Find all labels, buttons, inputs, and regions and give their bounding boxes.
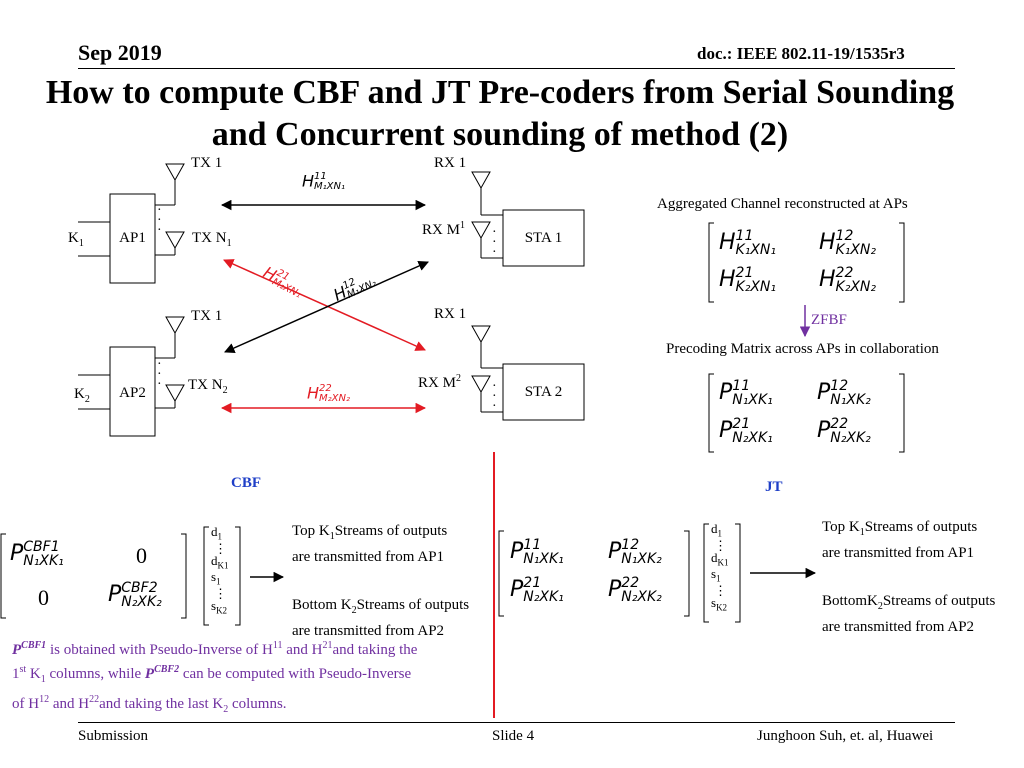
header-rule [78,68,955,69]
k1-label: K1 [68,230,84,249]
ap1-label: AP1 [119,229,146,246]
jt-vector-right-bracket [735,523,741,623]
ap2-antenna-dots: ··· [157,357,162,392]
cbf-vector-left-bracket [203,526,209,626]
ap1-antenna-bottom-icon [155,231,185,256]
txn2-label: TX N2 [188,377,228,396]
jt-bottom-streams-text: BottomK2Streams of outputs are transmitt… [822,593,996,635]
cbf-bottom-streams-text: Bottom K2Streams of outputs are transmit… [292,597,470,639]
slide-title: How to compute CBF and JT Pre-coders fro… [0,72,1000,156]
cbf-explanation-note: PCBF1 is obtained with Pseudo-Inverse of… [12,640,418,715]
cbf-vector: d1 ⋮ dK1 s1 ⋮ sK2 [211,524,229,616]
cbf-zero-1: 0 [136,543,147,568]
agg-matrix-left-bracket [708,222,714,303]
sta2-box [502,363,585,421]
ap2-antenna-bottom-icon [155,384,185,409]
cbf-zero-2: 0 [38,585,49,610]
rx1-top-label: RX 1 [434,155,467,171]
cbf-matrix-left-bracket [0,533,6,619]
cbf-vector-right-bracket [235,526,241,626]
precoding-matrix-right-bracket [899,373,905,453]
sta2-antenna-top-icon [471,325,503,369]
jt-matrix-right-bracket [684,530,690,617]
ap1-antenna-dots: ··· [157,203,162,238]
precoding-matrix-left-bracket [708,373,714,453]
agg-matrix-right-bracket [899,222,905,303]
cbf-label: CBF [231,475,261,491]
precoding-caption: Precoding Matrix across APs in collabora… [666,341,939,357]
h12-arrow [224,261,429,353]
ap2-box [109,346,156,437]
sta1-antenna-top-icon [471,171,503,216]
aggregated-caption: Aggregated Channel reconstructed at APs [657,196,908,212]
cbf-matrix-right-bracket [181,533,187,619]
header-doc-id: doc.: IEEE 802.11-19/1535r3 [697,44,905,63]
jt-top-streams-text: Top K1Streams of outputs are transmitted… [822,519,978,561]
zfbf-label: ZFBF [811,312,847,328]
jt-vector-left-bracket [703,523,709,623]
footer-slide-number: Slide 4 [492,728,535,744]
cbf-top-streams-text: Top K1Streams of outputs are transmitted… [292,523,448,565]
jt-vector: d1 ⋮ dK1 s1 ⋮ sK2 [711,521,729,613]
jt-label: JT [765,479,783,495]
header-date: Sep 2019 [78,40,162,65]
tx1-top-label: TX 1 [191,155,223,171]
txn1-label: TX N1 [192,230,232,249]
h21-arrow [223,259,426,351]
tx1-bottom-label: TX 1 [191,308,223,324]
footer-rule [78,722,955,723]
rx1-bottom-label: RX 1 [434,306,467,322]
sta1-label: STA 1 [524,229,563,246]
sta1-antenna-bottom-icon [471,221,503,259]
ap1-box [109,193,156,284]
jt-matrix-left-bracket [498,530,504,617]
slide-title-line2: and Concurrent sounding of method (2) [211,116,789,153]
rxm2-label: RX M2 [418,373,461,391]
sta1-box [502,209,585,267]
ap1-antenna-top-icon [155,163,185,206]
rxm1-label: RX M1 [422,220,465,238]
ap2-antenna-top-icon [155,316,185,359]
ap2-label: AP2 [119,384,146,401]
footer-submission: Submission [78,728,149,744]
sta2-antenna-bottom-icon [471,375,503,413]
sta1-antenna-dots: ··· [492,225,497,260]
k2-label: K2 [74,386,90,405]
sta2-label: STA 2 [524,383,563,400]
slide-title-line1: How to compute CBF and JT Pre-coders fro… [45,74,955,111]
sta2-antenna-dots: ··· [492,379,497,414]
footer-author: Junghoon Suh, et. al, Huawei [757,728,934,744]
